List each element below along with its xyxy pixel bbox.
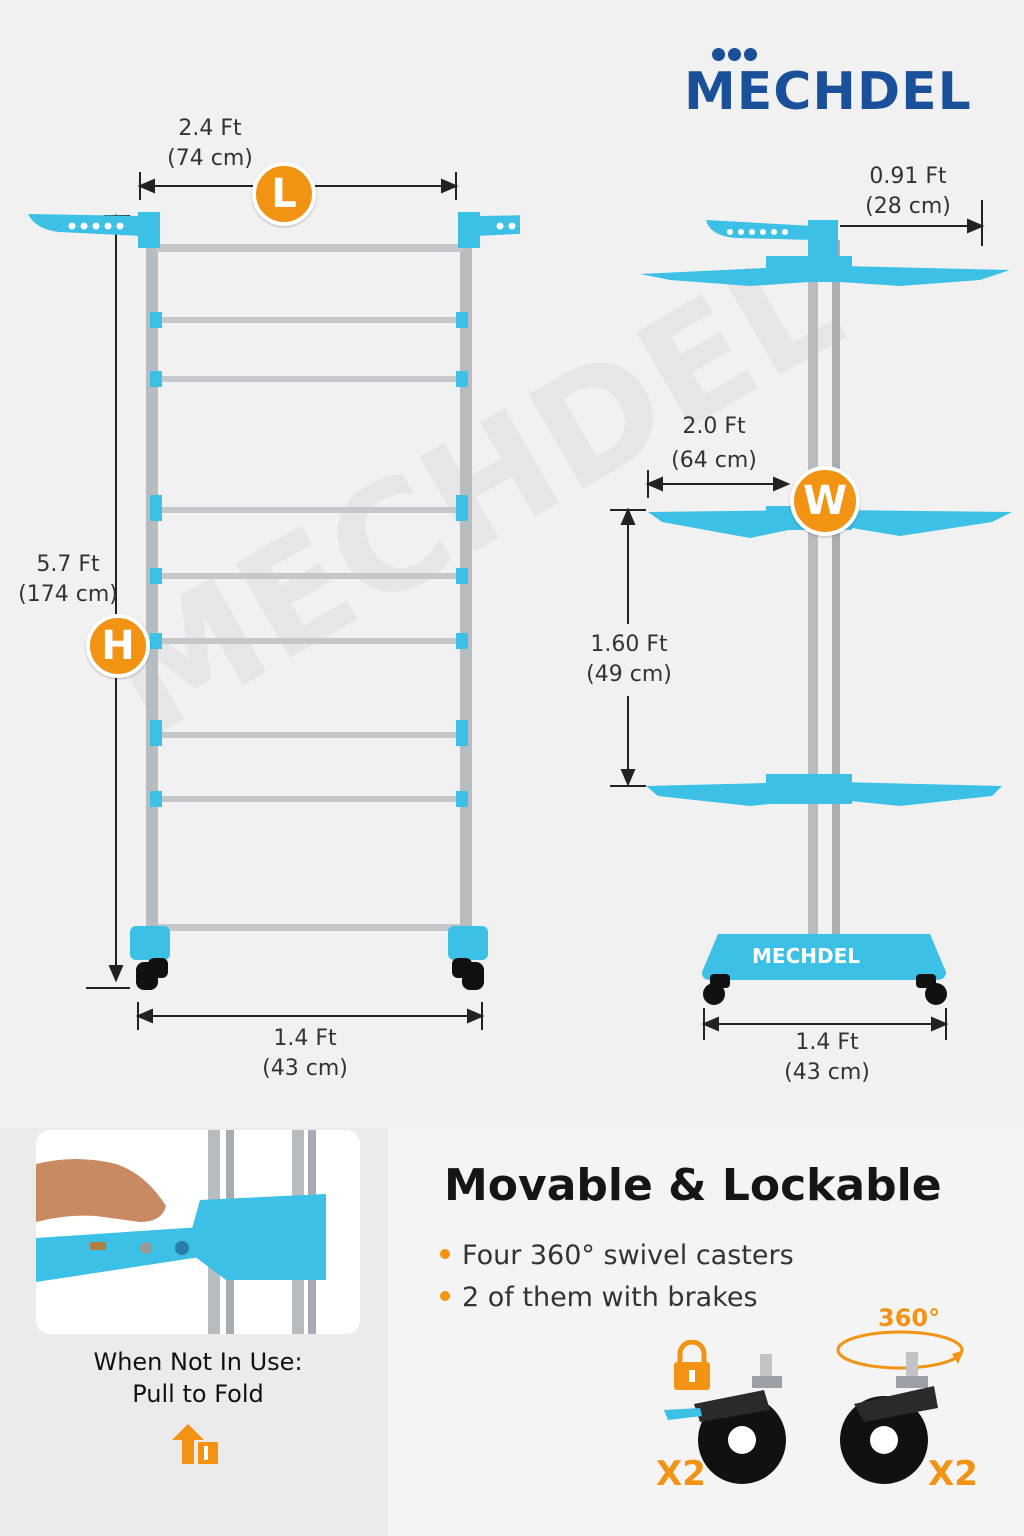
rung-connectors	[150, 312, 468, 807]
left-wing	[28, 212, 160, 248]
wing-ft-label: 0.91 Ft	[869, 164, 947, 189]
base-brand-label: MECHDEL	[752, 944, 860, 968]
front-base-dimension-line	[135, 1002, 485, 1030]
side-base	[702, 934, 946, 980]
rack-rungs	[158, 317, 460, 931]
fold-arrow-icon	[172, 1424, 218, 1464]
logo-dots-icon	[712, 46, 760, 65]
width-cm-label: (64 cm)	[671, 448, 757, 473]
side-tier-3	[646, 774, 1002, 806]
height-badge: H	[86, 614, 150, 678]
height-cm-label: (174 cm)	[18, 582, 118, 607]
wing-cm-label: (28 cm)	[865, 194, 951, 219]
width-badge: W	[790, 466, 860, 536]
right-wing	[458, 212, 520, 248]
side-base-cm-label: (43 cm)	[784, 1060, 870, 1085]
brake-caster-icon	[664, 1354, 786, 1484]
tier-gap-cm-label: (49 cm)	[586, 662, 672, 687]
bullet-dot-icon	[440, 1248, 450, 1259]
length-ft-label: 2.4 Ft	[178, 116, 242, 141]
length-badge: L	[252, 162, 316, 226]
feature-title: Movable & Lockable	[444, 1160, 942, 1211]
front-base-cm-label: (43 cm)	[262, 1056, 348, 1081]
fold-caption-line2: Pull to Fold	[132, 1380, 264, 1408]
brake-count-label: X2	[656, 1454, 706, 1494]
feature-bullet-1: Four 360° swivel casters	[440, 1240, 794, 1271]
side-casters	[703, 974, 947, 1005]
front-view-rack	[28, 172, 520, 1030]
wing-dimension-line	[840, 200, 985, 246]
side-tier-1	[640, 256, 1010, 286]
lock-icon	[674, 1340, 710, 1390]
tier-gap-ft-label: 1.60 Ft	[590, 632, 668, 657]
side-top-wing	[706, 220, 814, 240]
swivel-count-label: X2	[928, 1454, 978, 1494]
swivel-caster-icon	[836, 1330, 964, 1484]
side-view-rack	[610, 200, 1012, 1040]
width-dimension-line	[645, 470, 791, 498]
rotation-label: 360°	[878, 1304, 941, 1332]
right-foot	[448, 926, 488, 960]
feature-bullet-2: 2 of them with brakes	[440, 1282, 758, 1313]
fold-photo	[36, 1130, 360, 1334]
left-foot	[130, 926, 170, 960]
height-ft-label: 5.7 Ft	[36, 552, 100, 577]
tier-gap-dimension-line	[610, 507, 646, 787]
side-base-ft-label: 1.4 Ft	[795, 1030, 859, 1055]
side-base-dimension-line	[701, 1008, 949, 1040]
bullet-dot-icon	[440, 1290, 450, 1301]
brand-logo: MECHDEL	[684, 62, 972, 122]
front-casters	[136, 958, 484, 990]
top-bar	[156, 244, 462, 252]
side-pole-back	[832, 240, 840, 940]
side-pole-front	[808, 240, 818, 940]
front-base-ft-label: 1.4 Ft	[273, 1026, 337, 1051]
fold-caption-line1: When Not In Use:	[93, 1348, 303, 1376]
width-ft-label: 2.0 Ft	[682, 414, 746, 439]
length-cm-label: (74 cm)	[167, 146, 253, 171]
